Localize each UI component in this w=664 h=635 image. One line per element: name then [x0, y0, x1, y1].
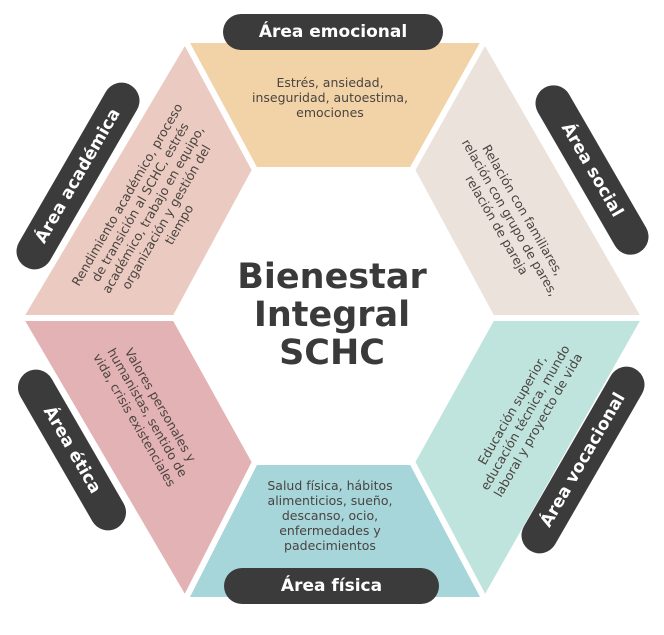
desc-fisica: Salud física, hábitos alimenticios, sueñ… [267, 478, 393, 553]
center-hexagon [175, 170, 492, 462]
title-line-1: Bienestar [237, 257, 427, 297]
title-line-3: SCHC [279, 333, 385, 373]
label-emocional: Área emocional [223, 14, 443, 50]
label-fisica: Área física [224, 568, 439, 604]
center-title: Bienestar Integral SCHC [232, 258, 432, 372]
title-line-2: Integral [253, 295, 411, 335]
desc-emocional: Estrés, ansiedad, inseguridad, autoestim… [251, 75, 409, 120]
